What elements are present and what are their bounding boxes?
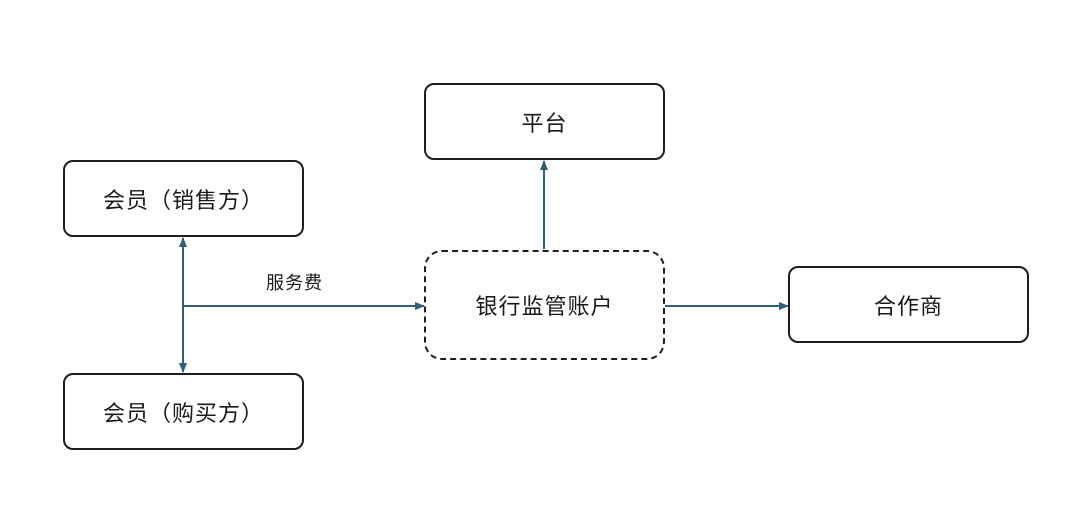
member-seller-label: 会员（销售方） — [102, 188, 264, 214]
bank-account-label: 银行监管账户 — [475, 295, 614, 320]
bank-account-node: 银行监管账户 — [424, 250, 665, 360]
member-buyer-label: 会员（购买方） — [102, 401, 264, 427]
partner-node: 合作商 — [788, 266, 1029, 343]
partner-label: 合作商 — [873, 294, 943, 320]
service-fee-label: 服务费 — [266, 273, 323, 294]
member-buyer-node: 会员（购买方） — [63, 373, 304, 450]
platform-label: 平台 — [521, 111, 568, 137]
platform-node: 平台 — [424, 83, 665, 160]
member-seller-node: 会员（销售方） — [63, 160, 304, 237]
